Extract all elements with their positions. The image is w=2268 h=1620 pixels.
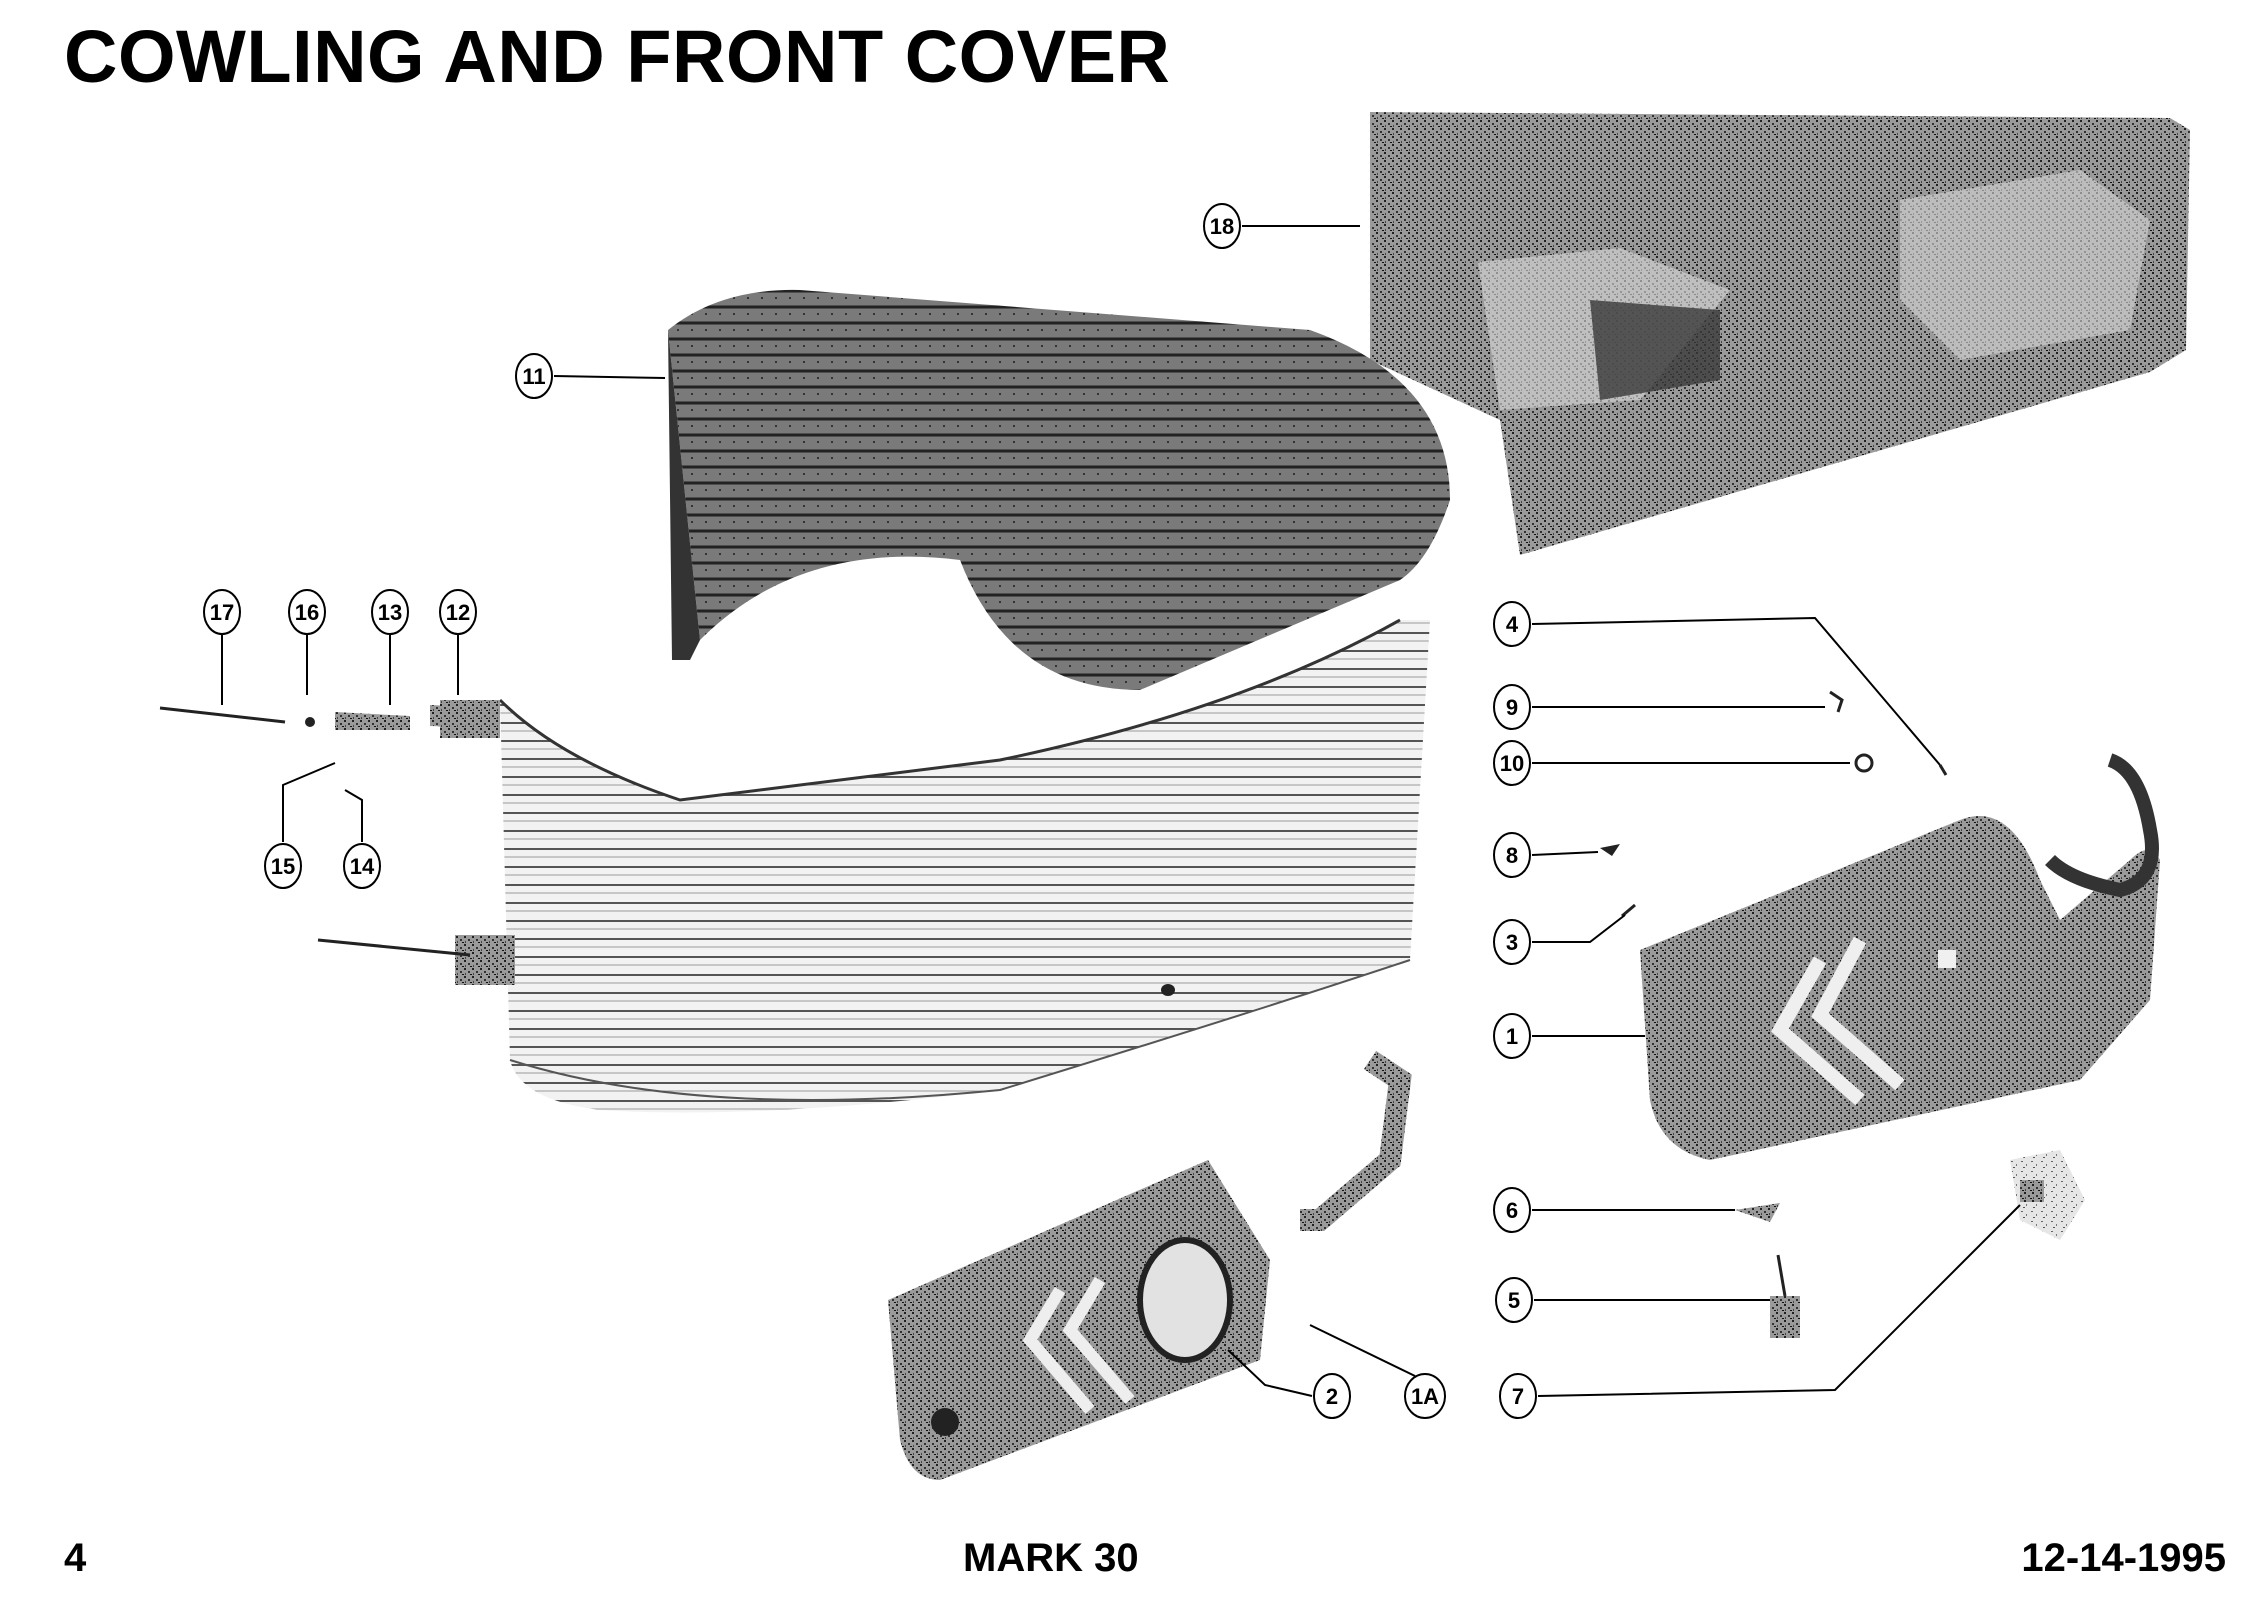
callout-16: 16 [288,589,326,695]
page-title: COWLING AND FRONT COVER [64,15,1171,98]
svg-text:9: 9 [1506,695,1518,720]
cowling-ribbed-band [498,618,1430,1113]
callout-10: 10 [1493,740,1850,786]
svg-text:4: 4 [1506,612,1519,637]
cowling-top-shell [668,289,1450,690]
callout-12: 12 [439,589,477,695]
callout-4: 4 [1493,601,1941,766]
small-hardware [1600,690,2085,1338]
latch-pin-assembly [159,705,500,730]
svg-text:16: 16 [295,600,319,625]
callout-5: 5 [1495,1277,1770,1323]
svg-text:7: 7 [1512,1384,1524,1409]
svg-text:1: 1 [1506,1024,1518,1049]
svg-text:12: 12 [446,600,470,625]
callout-1a: 1A [1309,1324,1446,1419]
svg-text:11: 11 [522,364,545,389]
svg-text:2: 2 [1326,1384,1338,1409]
svg-text:8: 8 [1506,843,1518,868]
callout-9: 9 [1493,684,1825,730]
callout-18: 18 [1203,203,1360,249]
rear-cowl-panel [1370,112,2190,555]
revision-date: 12-14-1995 [2021,1536,2226,1580]
callout-14: 14 [343,789,381,889]
svg-text:13: 13 [378,600,402,625]
svg-text:15: 15 [271,854,295,879]
callout-17: 17 [203,589,241,705]
callout-7: 7 [1499,1204,2021,1419]
callout-11: 11 [515,353,666,399]
front-cover [1640,753,2160,1160]
callout-2: 2 [1227,1349,1351,1419]
callout-8: 8 [1493,832,1599,878]
page-number: 4 [64,1536,87,1580]
svg-text:1A: 1A [1411,1384,1439,1409]
svg-text:3: 3 [1506,930,1518,955]
callout-15: 15 [264,762,336,889]
svg-text:10: 10 [1500,751,1524,776]
callout-3: 3 [1493,914,1626,965]
svg-text:6: 6 [1506,1198,1518,1223]
callout-13: 13 [371,589,409,705]
svg-text:5: 5 [1508,1288,1520,1313]
model-name: MARK 30 [963,1536,1139,1580]
lower-front-cover [888,1050,1412,1480]
svg-text:17: 17 [210,600,234,625]
hinge-hardware [317,700,515,985]
svg-text:14: 14 [350,854,375,879]
svg-text:18: 18 [1210,214,1234,239]
callout-1: 1 [1493,1013,1645,1059]
callout-6: 6 [1493,1187,1735,1233]
